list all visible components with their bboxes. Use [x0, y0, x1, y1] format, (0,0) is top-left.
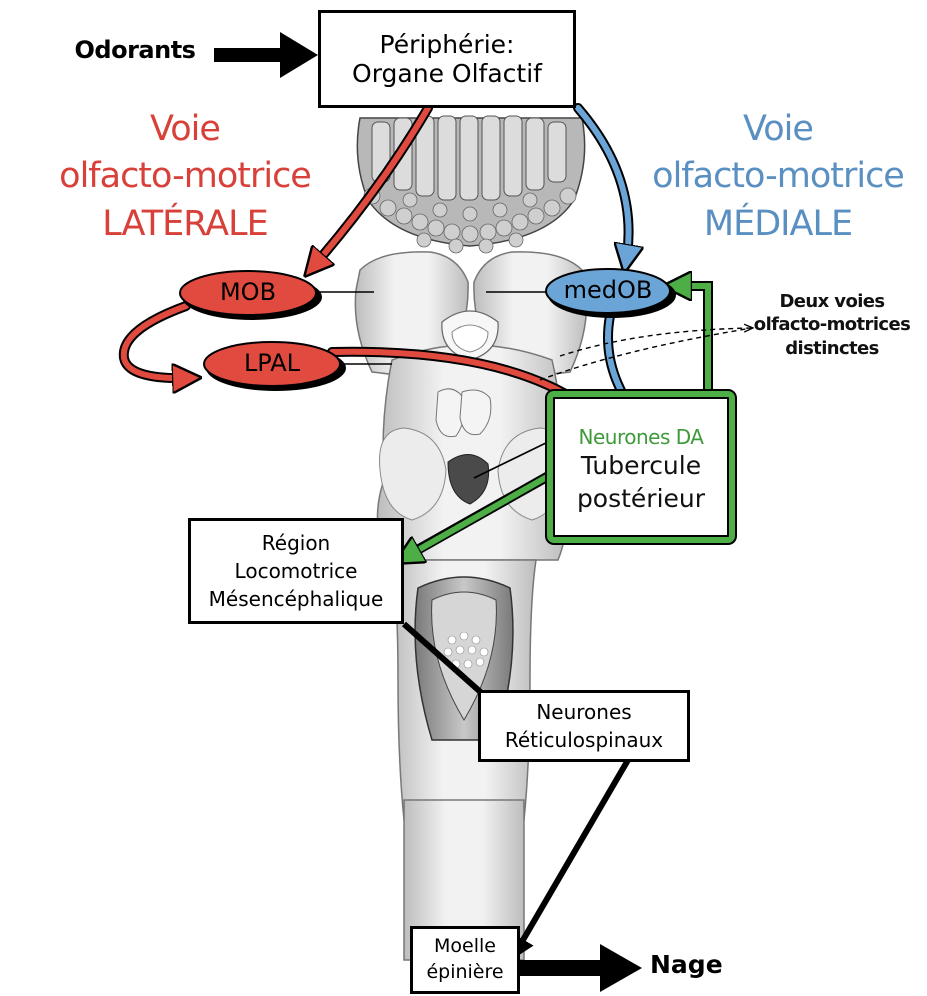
annotation-line-1: Deux voies	[742, 290, 922, 313]
da-neurons-label: Neurones DA	[552, 424, 730, 450]
odorants-label: Odorants	[60, 36, 210, 65]
annotation-dashed-line-upper	[560, 328, 752, 356]
lateral-pathway-title: Voie olfacto-motrice LATÉRALE	[40, 106, 330, 248]
medob-label: medOB	[546, 276, 670, 305]
arrow-reticulospinal-to-cord	[516, 760, 628, 952]
lateral-line-2: olfacto-motrice	[40, 153, 330, 200]
lateral-line-3: LATÉRALE	[40, 201, 330, 248]
periphery-subtitle: Organe Olfactif	[352, 59, 542, 88]
swim-label: Nage	[650, 950, 740, 981]
reticulospinal-line-1: Neurones	[536, 698, 631, 726]
lateral-line-1: Voie	[40, 106, 330, 153]
medial-line-2: olfacto-motrice	[628, 153, 927, 200]
medial-line-3: MÉDIALE	[628, 201, 927, 248]
mlr-line-1: Région	[262, 529, 330, 557]
mlr-line-2: Locomotrice	[235, 557, 358, 585]
tubercle-box: Neurones DA Tubercule postérieur	[552, 424, 730, 515]
odorants-arrow	[214, 32, 318, 78]
tubercle-line-1: Tubercule	[552, 450, 730, 483]
periphery-title: Périphérie:	[380, 30, 515, 59]
spinal-cord-line-1: Moelle	[434, 934, 496, 960]
mlr-box: Région Locomotrice Mésencéphalique	[188, 518, 404, 624]
annotation-line-2: olfacto-motrices	[742, 313, 922, 336]
periphery-box: Périphérie: Organe Olfactif	[318, 10, 576, 108]
reticulospinal-box: Neurones Réticulospinaux	[478, 690, 690, 762]
annotation-line-3: distinctes	[742, 337, 922, 360]
two-pathways-annotation: Deux voies olfacto-motrices distinctes	[742, 290, 922, 360]
medial-pathway-title: Voie olfacto-motrice MÉDIALE	[628, 106, 927, 248]
swim-arrow	[520, 944, 642, 992]
tubercle-line-2: postérieur	[552, 483, 730, 516]
spinal-cord-box: Moelle épinière	[410, 926, 520, 994]
medial-line-1: Voie	[628, 106, 927, 153]
lpal-label: LPAL	[204, 349, 340, 378]
mob-label: MOB	[180, 278, 316, 307]
olfactory-rosette-icon	[357, 116, 584, 253]
mlr-line-3: Mésencéphalique	[209, 585, 384, 613]
reticulospinal-line-2: Réticulospinaux	[505, 726, 663, 754]
spinal-cord-line-2: épinière	[426, 960, 503, 986]
